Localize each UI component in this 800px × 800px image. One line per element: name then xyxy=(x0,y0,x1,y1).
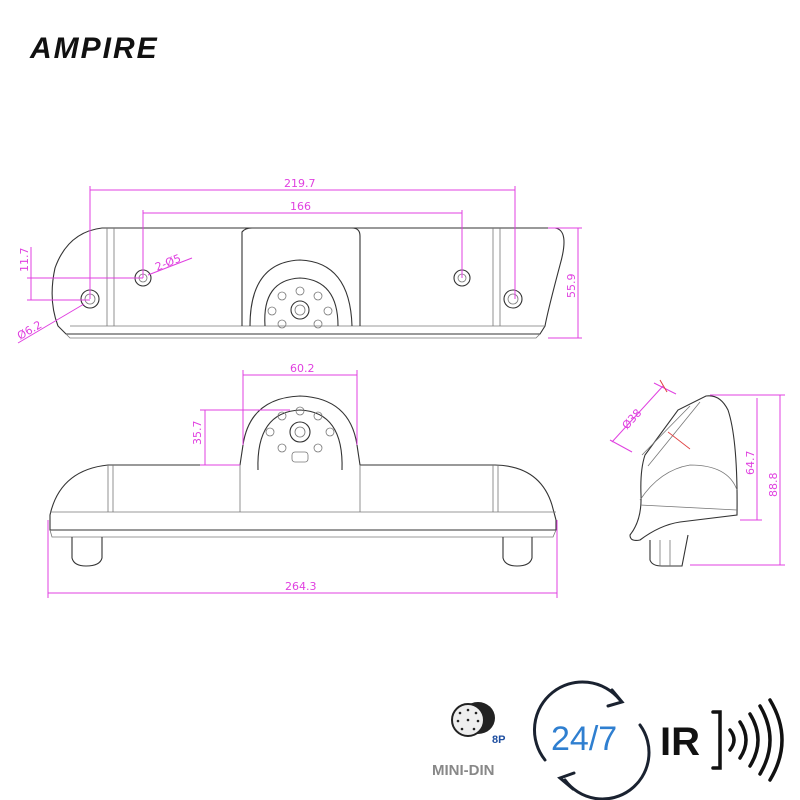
dim-d6-2: Ø6.2 xyxy=(15,318,44,342)
connector-pins: 8P xyxy=(492,734,505,746)
front-view: 60.2 35.7 264.3 xyxy=(47,362,558,598)
ir-waves-icon xyxy=(711,698,784,782)
dim-88-8: 88.8 xyxy=(767,473,780,498)
side-view: Ø38 64.7 88.8 xyxy=(609,379,785,567)
front-camera-lens xyxy=(289,421,311,443)
dim-264-3: 264.3 xyxy=(285,580,317,593)
mini-din-connector-icon xyxy=(451,702,495,737)
top-view: 219.7 166 55.9 11.7 2-Ø5 Ø6.2 xyxy=(15,177,582,344)
dim-166: 166 xyxy=(290,200,311,213)
brand-logo: AMPIRE xyxy=(29,32,159,65)
dim-11-7: 11.7 xyxy=(18,248,31,273)
camera-lens xyxy=(290,300,310,320)
dim-64-7: 64.7 xyxy=(744,451,757,476)
dim-35-7: 35.7 xyxy=(191,421,204,446)
camera-lens-housing xyxy=(264,277,339,327)
operation-label: 24/7 xyxy=(551,720,617,758)
ir-label: IR xyxy=(660,720,700,764)
cycle-arrows-icon xyxy=(532,680,651,800)
connector-label: MINI-DIN xyxy=(432,762,495,779)
dim-55-9: 55.9 xyxy=(565,274,578,299)
dim-219-7: 219.7 xyxy=(284,177,316,190)
dim-60-2: 60.2 xyxy=(290,362,315,375)
mounting-holes xyxy=(80,269,523,309)
dim-2-d5: 2-Ø5 xyxy=(153,252,183,274)
side-mount-foot xyxy=(649,534,689,567)
